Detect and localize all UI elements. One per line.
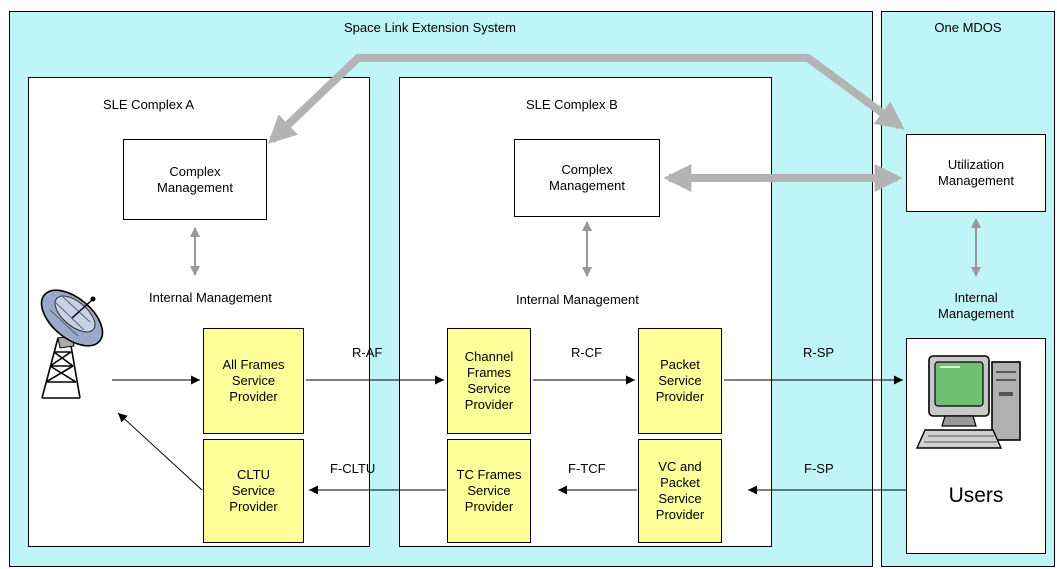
link-label-f-sp: F-SP xyxy=(804,461,834,476)
complex-b-management-box: Complex Management xyxy=(514,139,660,217)
users-label: Users xyxy=(948,484,1004,507)
sle-system-title: Space Link Extension System xyxy=(344,20,516,35)
complex-a-internal-management: Internal Management xyxy=(149,290,272,305)
mdos-internal-management: Internal Management xyxy=(938,290,1014,321)
vc-packet-service-provider: VC and Packet Service Provider xyxy=(638,439,722,543)
flow-cltu-to-dish xyxy=(117,412,203,491)
link-label-r-sp: R-SP xyxy=(803,345,835,360)
complex-a-management-box: Complex Management xyxy=(123,139,267,220)
all-frames-service-provider: All Frames Service Provider xyxy=(203,328,304,434)
mgmt-arrow-a-to-utilization xyxy=(267,54,905,144)
channel-frames-service-provider: Channel Frames Service Provider xyxy=(447,328,531,434)
link-label-f-tcf: F-TCF xyxy=(568,461,606,476)
tc-frames-service-provider: TC Frames Service Provider xyxy=(447,439,531,543)
computer-workstation-icon xyxy=(915,355,1021,449)
mdos-title: One MDOS xyxy=(934,20,1002,35)
link-label-r-cf: R-CF xyxy=(571,345,603,360)
link-label-r-af: R-AF xyxy=(352,345,383,360)
cltu-service-provider: CLTU Service Provider xyxy=(203,439,304,543)
sle-complex-a-title: SLE Complex A xyxy=(103,97,195,112)
link-label-f-cltu: F-CLTU xyxy=(330,461,376,476)
utilization-management-box: Utilization Management xyxy=(906,134,1046,212)
complex-b-internal-management: Internal Management xyxy=(516,292,639,307)
packet-service-provider: Packet Service Provider xyxy=(638,328,722,434)
satellite-dish-icon xyxy=(40,289,104,399)
